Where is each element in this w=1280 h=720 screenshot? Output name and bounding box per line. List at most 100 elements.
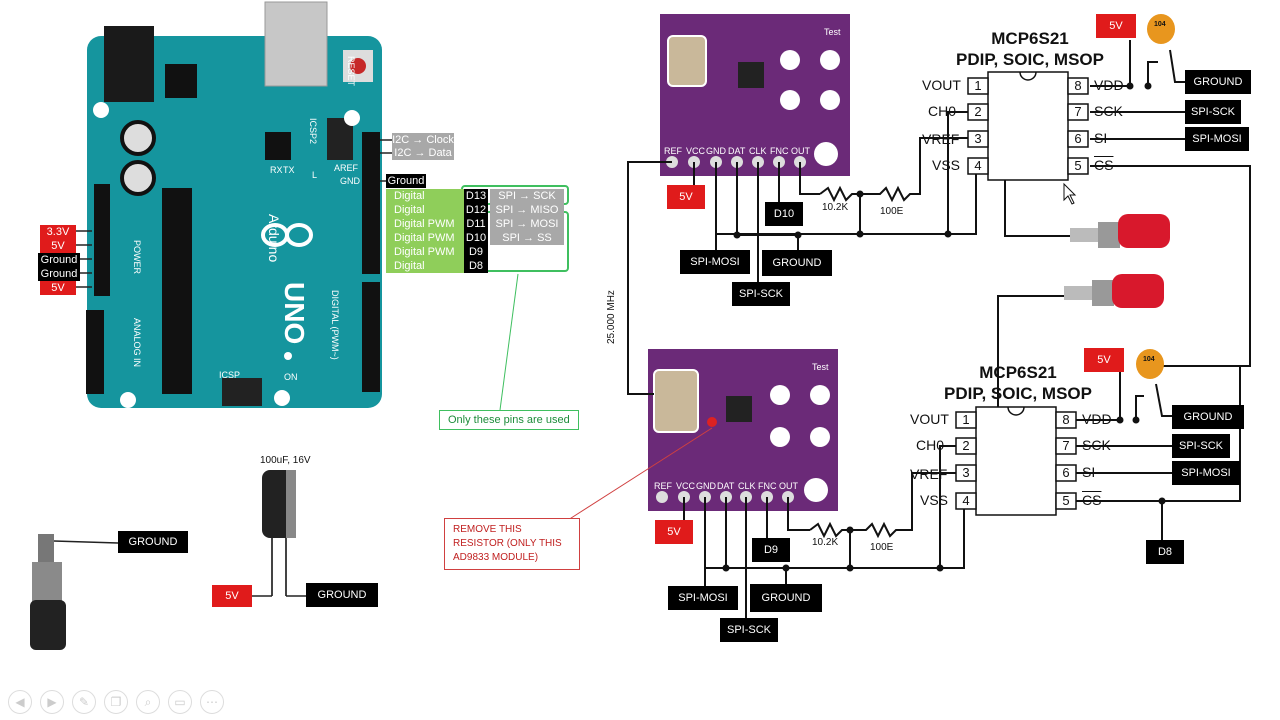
cap-ground-label: GROUND bbox=[306, 583, 378, 607]
power-3v3-label: 3.3V bbox=[40, 225, 76, 239]
cap-5v-label: 5V bbox=[212, 585, 252, 607]
bottom-module-cs-label: D9 bbox=[752, 538, 790, 562]
ic-top-pin-cs: CS bbox=[1094, 157, 1114, 173]
power-5v-label: 5V bbox=[40, 239, 76, 253]
ic-top-pin-num-7: 7 bbox=[1074, 104, 1082, 119]
icsp-text: ICSP bbox=[219, 370, 241, 380]
play-icon[interactable]: ▶ bbox=[40, 690, 64, 714]
pin12-function: SPI → MISO bbox=[490, 203, 564, 217]
ic-top-pin-vdd: VDD bbox=[1094, 77, 1124, 93]
top-module-pin-ref: REF bbox=[664, 146, 682, 156]
pin11-number: D11 bbox=[464, 217, 488, 231]
ic-top-packages: PDIP, SOIC, MSOP bbox=[955, 50, 1104, 69]
top-module-sck-label: SPI-SCK bbox=[732, 282, 790, 306]
bottom-module-sck-label: SPI-SCK bbox=[720, 618, 778, 642]
ic-top-pin-num-1: 1 bbox=[974, 78, 982, 93]
ic-top-5v-label: 5V bbox=[1096, 14, 1136, 38]
bottom-module-pin-fnc: FNC bbox=[758, 481, 777, 491]
digital-header-text: DIGITAL (PWM~) bbox=[330, 290, 340, 360]
top-module-pin-vcc: VCC bbox=[686, 146, 706, 156]
ground-header-label: Ground bbox=[386, 174, 426, 188]
pin13-number: D13 bbox=[464, 189, 488, 203]
slideshow-controls: ◀ ▶ ✎ ❐ ⌕ ▭ ⋯ bbox=[8, 690, 224, 714]
pin10-function: SPI → SS bbox=[490, 231, 564, 245]
ic-bottom-sck-label: SPI-SCK bbox=[1172, 434, 1230, 458]
bottom-module-pin-out: OUT bbox=[779, 481, 798, 491]
top-resistor-2-value: 100E bbox=[880, 206, 904, 217]
ic-bottom-cap-value: 104 bbox=[1143, 356, 1155, 363]
tx-text: TX bbox=[283, 165, 295, 175]
note-pointer bbox=[499, 273, 519, 411]
top-module-cs-label: D10 bbox=[765, 202, 803, 226]
used-pins-note: Only these pins are used bbox=[439, 410, 579, 430]
banana-jack-red-bottom bbox=[1064, 274, 1164, 308]
cap-rating-label: 100uF, 16V bbox=[260, 455, 311, 466]
pin13-function: SPI → SCK bbox=[490, 189, 564, 203]
ic-top-pin-sck: SCK bbox=[1094, 103, 1123, 119]
rx-text: RX bbox=[270, 165, 283, 175]
copy-icon[interactable]: ❐ bbox=[104, 690, 128, 714]
pin8-name: Digital bbox=[386, 259, 464, 273]
zoom-icon[interactable]: ⌕ bbox=[136, 690, 160, 714]
ic-top-pin-vout: VOUT bbox=[922, 77, 961, 93]
power-vin-5v-label: 5V bbox=[40, 281, 76, 295]
top-module-pin-gnd: GND bbox=[706, 146, 726, 156]
ic-bottom-pin-vout: VOUT bbox=[910, 411, 949, 427]
ic-top-pin-num-2: 2 bbox=[974, 104, 982, 119]
pin12-number: D12 bbox=[464, 203, 488, 217]
bottom-module-ground-label: GROUND bbox=[750, 584, 822, 612]
ic-bottom-pin-num-6: 6 bbox=[1062, 465, 1070, 480]
banana-jack-black bbox=[30, 534, 119, 650]
top-resistor-1-value: 10.2K bbox=[822, 202, 849, 213]
ic-top-pin-ch0: CH0 bbox=[928, 103, 957, 119]
icsp2-text: ICSP2 bbox=[308, 118, 318, 145]
l-led-text: L bbox=[312, 170, 318, 180]
ic-bottom-pin-cs: CS bbox=[1082, 492, 1102, 508]
i2c-data-label: I2C → Data bbox=[392, 146, 454, 160]
ad9833-module-bottom bbox=[648, 349, 838, 511]
ic-top-cap-value: 104 bbox=[1154, 21, 1166, 28]
ic-bottom-pin-num-3: 3 bbox=[962, 465, 970, 480]
jack-ground-label: GROUND bbox=[118, 531, 188, 553]
top-module-pin-dat: DAT bbox=[728, 146, 746, 156]
ic-top-part-number: MCP6S21 bbox=[991, 29, 1069, 48]
pen-icon[interactable]: ✎ bbox=[72, 690, 96, 714]
ic-bottom-pin-num-5: 5 bbox=[1062, 493, 1070, 508]
bottom-module-pin-ref: REF bbox=[654, 481, 672, 491]
bottom-module-test-text: Test bbox=[812, 362, 829, 372]
back-icon[interactable]: ◀ bbox=[8, 690, 32, 714]
ic-top-mosi-label: SPI-MOSI bbox=[1185, 127, 1249, 151]
bottom-module-pin-clk: CLK bbox=[738, 481, 756, 491]
mcp6s21-top-body bbox=[967, 71, 1089, 181]
power-header-text: POWER bbox=[132, 240, 142, 275]
more-icon[interactable]: ⋯ bbox=[200, 690, 224, 714]
remove-resistor-note: REMOVE THIS RESISTOR (ONLY THIS AD9833 M… bbox=[444, 518, 580, 570]
reset-text: RESET bbox=[346, 56, 356, 87]
subtitle-icon[interactable]: ▭ bbox=[168, 690, 192, 714]
ic-bottom-pin-vss: VSS bbox=[920, 492, 949, 508]
ic-bottom-pin-num-7: 7 bbox=[1062, 438, 1070, 453]
arduino-brand-text: Arduino bbox=[266, 214, 282, 263]
ic-bottom-pin-sck: SCK bbox=[1082, 437, 1111, 453]
uno-model-text: UNO bbox=[279, 282, 310, 345]
ic-bottom-packages: PDIP, SOIC, MSOP bbox=[943, 384, 1092, 403]
ic-bottom-mosi-label: SPI-MOSI bbox=[1172, 461, 1240, 485]
ic-top-pin-si: SI bbox=[1094, 130, 1108, 146]
top-module-pin-clk: CLK bbox=[749, 146, 767, 156]
ic-top-title: MCP6S21 PDIP, SOIC, MSOP bbox=[940, 28, 1120, 70]
top-module-pin-out: OUT bbox=[791, 146, 810, 156]
pin13-name: Digital bbox=[386, 189, 464, 203]
power-ground-label-1: Ground bbox=[38, 253, 80, 267]
ic-bottom-title: MCP6S21 PDIP, SOIC, MSOP bbox=[928, 362, 1108, 404]
ic-bottom-pin-si: SI bbox=[1082, 464, 1096, 480]
ic-top-pin-num-6: 6 bbox=[1074, 131, 1082, 146]
cursor-icon bbox=[1063, 182, 1077, 205]
bottom-module-pin-vcc: VCC bbox=[676, 481, 696, 491]
pin10-name: Digital PWM bbox=[386, 231, 464, 245]
ic-bottom-pin-num-2: 2 bbox=[962, 438, 970, 453]
pin8-number: D8 bbox=[464, 259, 488, 273]
ic-top-sck-label: SPI-SCK bbox=[1185, 100, 1241, 124]
pin9-name: Digital PWM bbox=[386, 245, 464, 259]
bottom-resistor-2-value: 100E bbox=[870, 542, 894, 553]
